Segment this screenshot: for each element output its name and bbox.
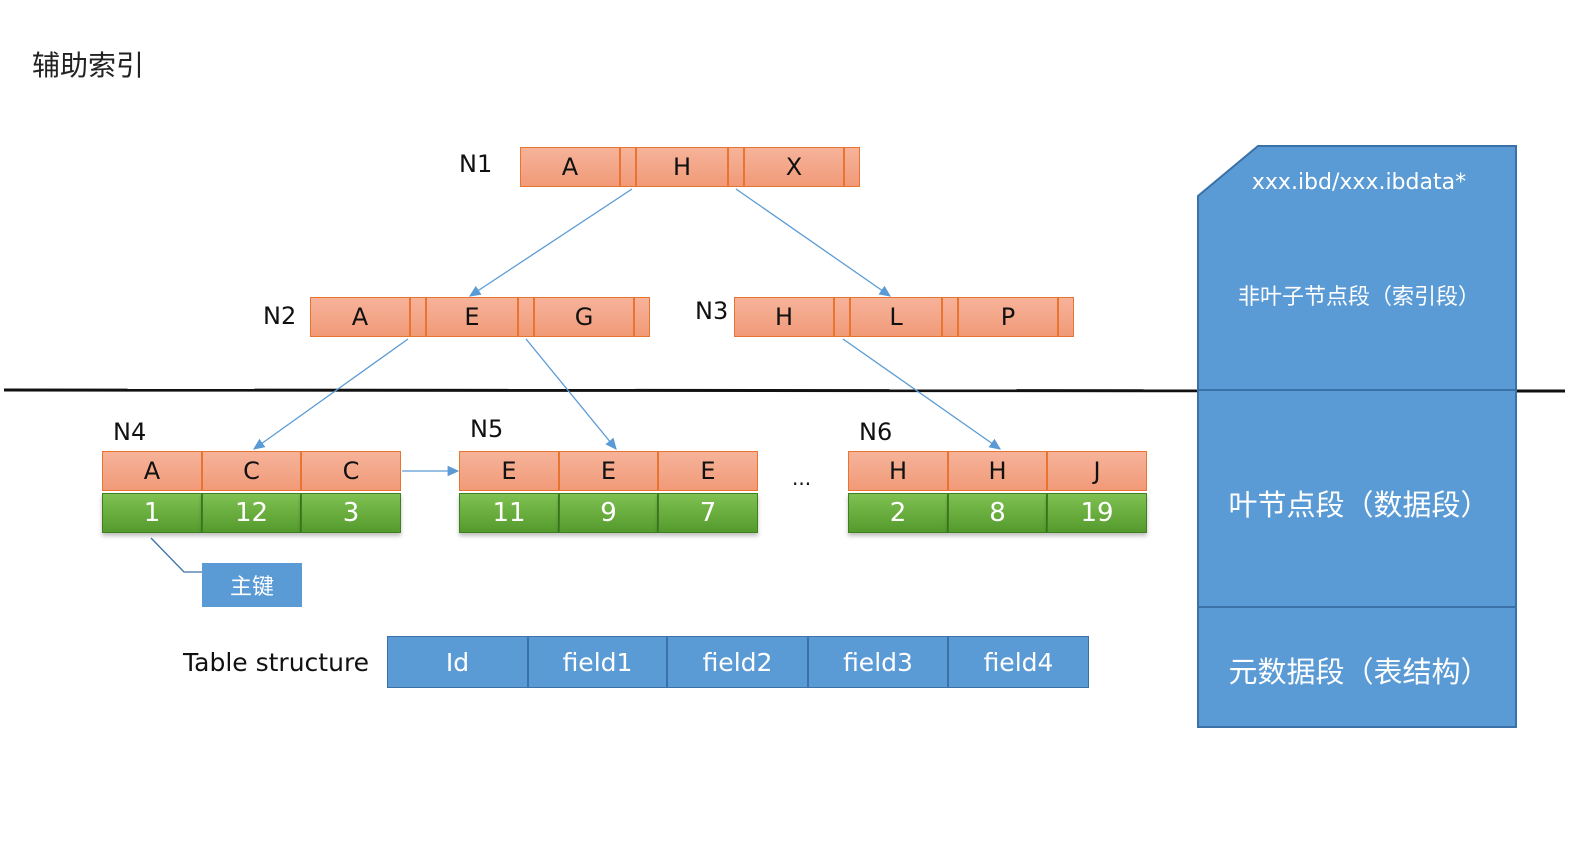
metadata-segment-label: 元数据段（表结构） [1228, 655, 1490, 689]
primary-key-cell: 11 [459, 493, 559, 533]
table-field-cell: field3 [808, 636, 948, 688]
key-cell: E [426, 297, 518, 337]
pointer-cell [620, 147, 636, 187]
key-cell: A [102, 451, 202, 491]
table-field-cell: Id [387, 636, 528, 688]
primary-key-callout: 主键 [202, 563, 302, 607]
primary-key-cell: 3 [301, 493, 401, 533]
primary-key-cell: 2 [848, 493, 948, 533]
node-n4-values: 1 12 3 [102, 493, 401, 533]
node-label-n6: N6 [859, 418, 893, 446]
key-cell: A [520, 147, 620, 187]
key-cell: H [636, 147, 728, 187]
pointer-cell [410, 297, 426, 337]
node-label-n2: N2 [263, 302, 297, 330]
primary-key-cell: 8 [948, 493, 1047, 533]
key-cell: H [848, 451, 948, 491]
node-n4-keys: A C C [102, 451, 401, 491]
node-n3: H L P [734, 297, 1074, 337]
key-cell: E [459, 451, 559, 491]
pointer-cell [942, 297, 958, 337]
node-n1: A H X [520, 147, 860, 187]
key-cell: C [202, 451, 301, 491]
leaf-segment-label: 叶节点段（数据段） [1228, 488, 1490, 522]
key-cell: P [958, 297, 1058, 337]
key-cell: C [301, 451, 401, 491]
file-name-label: xxx.ibd/xxx.ibdata* [1251, 170, 1467, 195]
node-label-n3: N3 [695, 297, 729, 325]
table-field-cell: field2 [667, 636, 808, 688]
key-cell: H [734, 297, 834, 337]
node-label-n1: N1 [459, 150, 493, 178]
pointer-cell [518, 297, 534, 337]
primary-key-cell: 9 [559, 493, 658, 533]
table-field-cell: field4 [948, 636, 1089, 688]
ellipsis: ... [792, 466, 812, 490]
node-label-n4: N4 [113, 418, 147, 446]
file-panel-shape [1197, 145, 1517, 728]
table-structure-row: Id field1 field2 field3 field4 [387, 636, 1089, 688]
key-cell: J [1047, 451, 1147, 491]
key-cell: E [559, 451, 658, 491]
node-n6-keys: H H J [848, 451, 1147, 491]
key-cell: X [744, 147, 844, 187]
key-cell: H [948, 451, 1047, 491]
primary-key-cell: 7 [658, 493, 758, 533]
edge-n1-n3 [735, 188, 892, 297]
primary-key-cell: 12 [202, 493, 301, 533]
pointer-cell [1058, 297, 1074, 337]
non-leaf-segment-label: 非叶子节点段（索引段） [1237, 285, 1480, 310]
key-cell: L [850, 297, 942, 337]
pointer-cell [834, 297, 850, 337]
pointer-cell [634, 297, 650, 337]
key-cell: A [310, 297, 410, 337]
callout-leader [150, 537, 202, 573]
table-structure-label: Table structure [183, 648, 370, 677]
node-n6-values: 2 8 19 [848, 493, 1147, 533]
pointer-cell [844, 147, 860, 187]
primary-key-cell: 1 [102, 493, 202, 533]
node-n2: A E G [310, 297, 650, 337]
key-cell: G [534, 297, 634, 337]
diagram-title: 辅助索引 [32, 49, 145, 82]
node-label-n5: N5 [470, 415, 504, 443]
node-n5-values: 11 9 7 [459, 493, 758, 533]
key-cell: E [658, 451, 758, 491]
edge-n2-n5 [525, 338, 617, 451]
primary-key-cell: 19 [1047, 493, 1147, 533]
edge-n3-n6 [842, 338, 1002, 450]
edge-n1-n2 [468, 188, 633, 297]
edge-n2-n4 [252, 338, 409, 450]
pointer-cell [728, 147, 744, 187]
node-n5-keys: E E E [459, 451, 758, 491]
table-field-cell: field1 [528, 636, 667, 688]
